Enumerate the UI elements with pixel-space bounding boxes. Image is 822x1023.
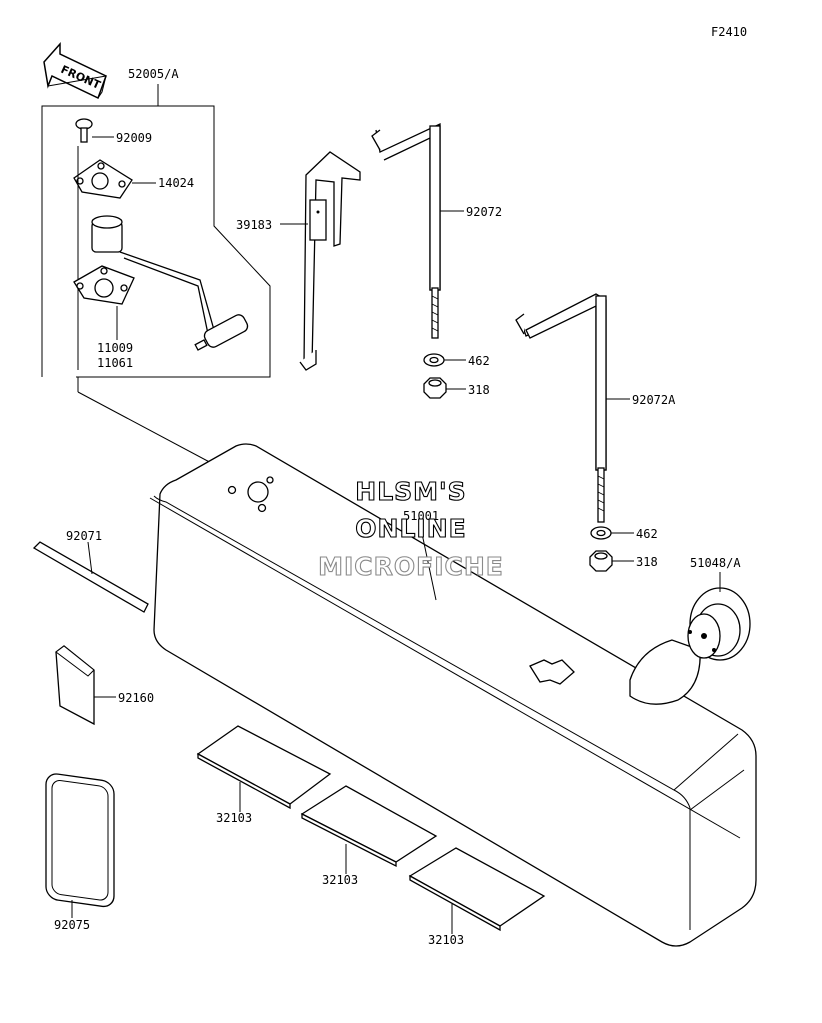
label-92072A: 92072A — [632, 393, 676, 407]
front-arrow-icon: FRONT — [43, 42, 107, 100]
label-32103-a: 32103 — [216, 811, 252, 825]
label-462-lower: 462 — [636, 527, 658, 541]
watermark-line-3: MICROFICHE — [318, 552, 504, 581]
label-11061: 11061 — [97, 356, 133, 370]
label-14024: 14024 — [158, 176, 194, 190]
label-92009: 92009 — [116, 131, 152, 145]
bracket-39183 — [299, 151, 361, 371]
label-318-lower: 318 — [636, 555, 658, 569]
strip-92071 — [32, 541, 149, 613]
label-51048: 51048/A — [690, 556, 741, 570]
label-318-upper: 318 — [468, 383, 490, 397]
strap-92072A — [515, 293, 607, 523]
label-92075: 92075 — [54, 918, 90, 932]
watermark-line-1: HLSM'S — [355, 477, 466, 506]
label-462-upper: 462 — [468, 354, 490, 368]
washer-462-lower — [590, 526, 612, 540]
pad-32103-b — [300, 785, 438, 868]
watermark-line-2: ONLINE — [355, 514, 466, 543]
assembly-bracket-box — [41, 105, 271, 378]
pad-32103-a — [196, 725, 332, 810]
filler-cap-51048 — [629, 587, 751, 705]
pad-32103-c — [408, 847, 546, 932]
figure-code: F2410 — [711, 25, 747, 39]
nut-318-upper — [423, 377, 447, 399]
label-39183: 39183 — [236, 218, 272, 232]
label-92072: 92072 — [466, 205, 502, 219]
fuel-tank-51001 — [149, 443, 757, 947]
pad-92075 — [45, 773, 115, 908]
strap-92072 — [371, 122, 441, 339]
fuel-sender-11009 — [73, 215, 249, 351]
pad-92160 — [55, 645, 95, 726]
label-92071: 92071 — [66, 529, 102, 543]
label-32103-b: 32103 — [322, 873, 358, 887]
nut-318-lower — [589, 550, 613, 572]
washer-462-upper — [423, 353, 445, 367]
label-32103-c: 32103 — [428, 933, 464, 947]
label-52005: 52005/A — [128, 67, 179, 81]
label-51001: 51001 — [403, 509, 439, 523]
label-11009: 11009 — [97, 341, 133, 355]
label-92160: 92160 — [118, 691, 154, 705]
gasket-plate-14024 — [73, 159, 133, 199]
screw-92009 — [75, 118, 93, 143]
